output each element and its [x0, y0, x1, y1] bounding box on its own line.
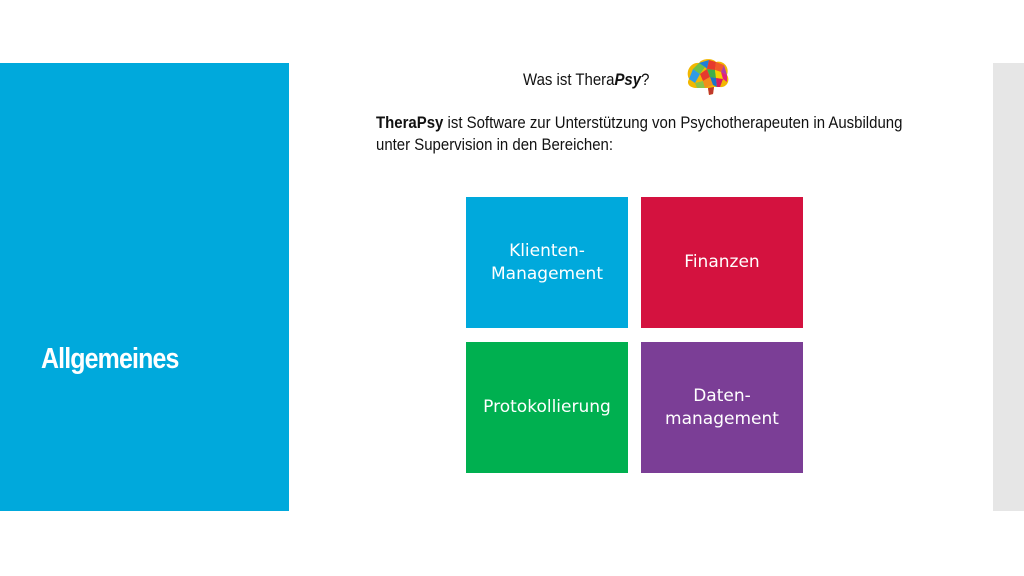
tile-label: Finanzen: [684, 252, 760, 272]
section-title: Allgemeines: [41, 343, 179, 375]
tile-finanzen: Finanzen: [641, 197, 803, 328]
side-strip: [993, 63, 1024, 511]
section-panel: Allgemeines: [0, 63, 289, 511]
heading-prefix: Was ist Thera: [523, 70, 615, 89]
tile-protokollierung: Protokollierung: [466, 342, 628, 473]
tile-label: Klienten- Management: [491, 240, 603, 284]
brain-icon: [687, 59, 729, 95]
slide-heading: Was ist TheraPsy?: [523, 70, 649, 90]
heading-psy: Psy: [614, 70, 642, 89]
tile-datenmanagement: Daten- management: [641, 342, 803, 473]
heading-suffix: ?: [641, 70, 650, 89]
intro-psy: Psy: [416, 113, 444, 132]
tile-label: Protokollierung: [483, 397, 611, 417]
intro-text: TheraPsy ist Software zur Unterstützung …: [376, 112, 922, 156]
tile-label: Daten- management: [665, 385, 779, 429]
tile-klienten-management: Klienten- Management: [466, 197, 628, 328]
intro-body: ist Software zur Unterstützung von Psych…: [376, 113, 903, 154]
intro-prefix: Thera: [376, 113, 417, 132]
